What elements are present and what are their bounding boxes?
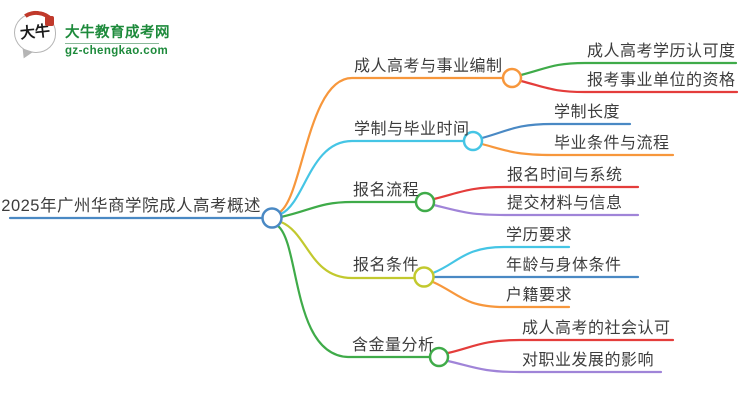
junction-branch-requirements[interactable]: [413, 266, 435, 288]
connector-branch-career: [278, 76, 505, 214]
root-junction[interactable]: [261, 207, 283, 229]
junction-branch-career[interactable]: [501, 67, 523, 89]
leaf-node-eligibility[interactable]: 报考事业单位的资格: [587, 72, 736, 89]
connector-leaf-graduation: [480, 142, 675, 157]
connector-branch-requirements: [279, 220, 417, 280]
connector-leaf-education: [431, 245, 571, 275]
leaf-node-materials[interactable]: 提交材料与信息: [507, 195, 623, 212]
logo-seal-icon: [45, 16, 54, 26]
root-node[interactable]: 2025年广州华商学院成人高考概述: [1, 197, 261, 215]
branch-node-value[interactable]: 含金量分析: [352, 337, 435, 354]
connector-leaf-length: [480, 122, 632, 140]
connector-leaf-social: [446, 338, 675, 355]
leaf-node-social[interactable]: 成人高考的社会认可: [522, 320, 671, 337]
branch-node-duration[interactable]: 学制与毕业时间: [354, 121, 470, 138]
leaf-node-recognition[interactable]: 成人高考学历认可度: [587, 43, 736, 60]
leaf-node-time-system[interactable]: 报名时间与系统: [507, 167, 623, 184]
leaf-node-education[interactable]: 学历要求: [506, 227, 573, 244]
logo-bubble-icon: 大牛: [14, 8, 60, 61]
logo-title: 大牛教育成考网: [65, 25, 170, 41]
connector-branch-duration: [279, 139, 467, 216]
logo-text-block: 大牛教育成考网 gz-chengkao.com: [65, 13, 170, 57]
branch-node-career[interactable]: 成人高考与事业编制: [354, 58, 503, 75]
connector-leaf-career-impact: [446, 359, 663, 374]
leaf-node-career-impact[interactable]: 对职业发展的影响: [522, 352, 655, 369]
leaf-node-residence[interactable]: 户籍要求: [506, 287, 573, 304]
connector-leaf-materials: [432, 203, 640, 217]
leaf-node-length[interactable]: 学制长度: [554, 104, 621, 121]
leaf-node-graduation[interactable]: 毕业条件与流程: [554, 135, 670, 152]
branch-node-process[interactable]: 报名流程: [353, 182, 420, 199]
leaf-node-age-health[interactable]: 年龄与身体条件: [506, 257, 622, 274]
branch-node-requirements[interactable]: 报名条件: [353, 257, 420, 274]
connector-branch-value: [276, 224, 432, 359]
junction-branch-value[interactable]: [428, 346, 450, 368]
connector-leaf-eligibility: [519, 79, 739, 94]
logo-divider: [65, 43, 159, 44]
connector-branch-process: [279, 200, 418, 219]
junction-branch-process[interactable]: [414, 191, 436, 213]
connector-leaf-residence: [431, 280, 571, 309]
junction-branch-duration[interactable]: [462, 130, 484, 152]
site-logo: 大牛 大牛教育成考网 gz-chengkao.com: [14, 8, 170, 61]
connector-leaf-time-system: [432, 185, 640, 201]
connector-leaf-recognition: [519, 61, 738, 77]
logo-subtitle: gz-chengkao.com: [65, 45, 169, 57]
